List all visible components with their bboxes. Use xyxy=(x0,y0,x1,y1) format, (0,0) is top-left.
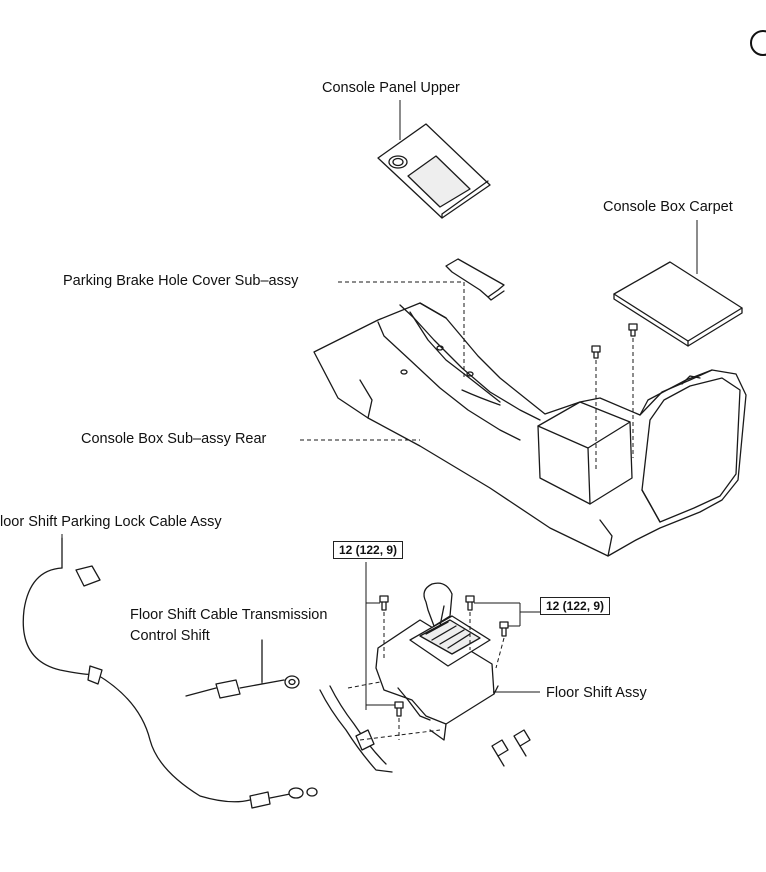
small-connectors-part xyxy=(491,729,531,767)
cable-end-near-shifter xyxy=(319,685,393,773)
label-floor-shift-assy: Floor Shift Assy xyxy=(546,685,647,701)
torque-spec-left: 12 (122, 9) xyxy=(333,541,404,559)
shift-control-cable-part xyxy=(185,639,300,699)
label-console-box-rear: Console Box Sub–assy Rear xyxy=(81,431,267,447)
label-parking-lock-cable: loor Shift Parking Lock Cable Assy xyxy=(0,514,222,530)
console-panel-upper-part xyxy=(377,123,491,219)
console-bolts xyxy=(591,323,638,359)
page-number-mark xyxy=(750,30,766,56)
label-console-panel-upper: Console Panel Upper xyxy=(322,80,460,96)
parking-brake-hole-cover-part xyxy=(445,258,505,301)
label-cable-transmission-line2: Control Shift xyxy=(130,628,210,644)
label-parking-brake-hole-cover: Parking Brake Hole Cover Sub–assy xyxy=(63,273,299,289)
floor-shift-assy-part xyxy=(375,582,509,741)
label-console-box-carpet: Console Box Carpet xyxy=(603,199,733,215)
parking-lock-cable-part xyxy=(22,537,318,809)
label-cable-transmission-line1: Floor Shift Cable Transmission xyxy=(130,607,328,623)
torque-spec-right: 12 (122, 9) xyxy=(540,597,611,615)
console-box-rear-part xyxy=(313,302,747,557)
console-box-carpet-part xyxy=(613,261,743,347)
